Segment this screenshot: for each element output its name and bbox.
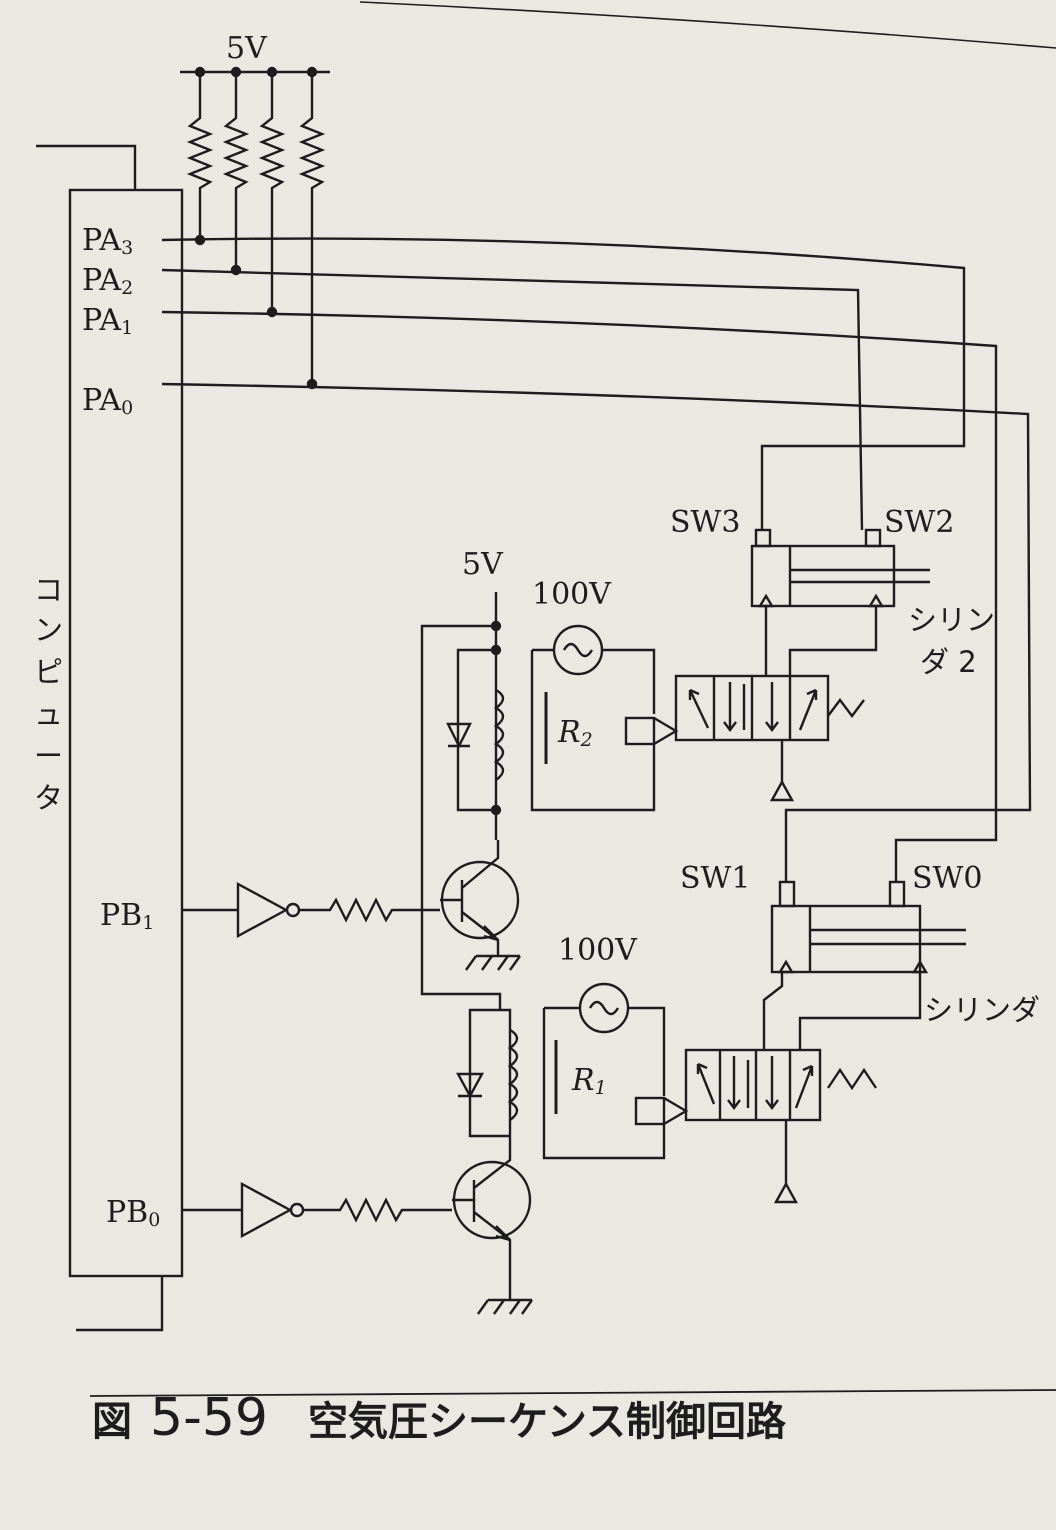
- cylinder-2: [750, 528, 930, 608]
- port-label-pb0: PB0: [106, 1195, 160, 1231]
- caption-title: 空気圧シーケンス制御回路: [308, 1399, 787, 1445]
- switch-label-sw3: SW3: [670, 505, 740, 540]
- computer-label-char: タ: [34, 781, 63, 815]
- pb0-driver: [182, 1136, 533, 1315]
- supply-5v-mid: 5V: [462, 547, 504, 582]
- diode-lower: [455, 1072, 485, 1099]
- cylinder-1: [770, 880, 966, 974]
- port-label-pa1: PA1: [82, 303, 133, 339]
- ac-label-upper: 100V: [532, 577, 612, 612]
- resistor: [298, 72, 326, 384]
- inverter-gate: [236, 881, 289, 939]
- resistor: [258, 72, 286, 312]
- valve-lower: [634, 972, 922, 1204]
- switch-label-sw2: SW2: [884, 505, 954, 540]
- port-label-pa0: PA0: [82, 383, 133, 419]
- relay-label-r2: R2: [557, 715, 593, 751]
- caption-number: 5-59: [150, 1388, 269, 1448]
- computer-label-char: コ: [34, 573, 63, 607]
- pb1-driver: [182, 840, 521, 971]
- computer-label-char: ュ: [34, 697, 63, 731]
- relay-r2-driver: 5V R2 100V: [420, 547, 656, 1010]
- pullup-network: 5V: [180, 31, 330, 390]
- relay-label-r1: R1: [571, 1063, 607, 1099]
- valve-upper: [624, 606, 878, 802]
- caption-rule: [89, 1389, 1056, 1397]
- pa-wires: [161, 237, 1032, 882]
- coil-upper: [493, 688, 505, 781]
- base-resistor: [299, 897, 440, 923]
- coil-lower: [507, 1028, 519, 1121]
- page-edge-line: [359, 1, 1056, 49]
- ac-label-lower: 100V: [558, 933, 638, 968]
- inverter-bubble: [285, 902, 301, 918]
- sensor-sw2: [864, 528, 882, 548]
- port-label-pb1: PB1: [100, 898, 154, 934]
- caption-fig-mark: 図: [92, 1399, 132, 1445]
- resistor: [222, 72, 250, 270]
- cylinder2-label-line1: シリン: [908, 603, 995, 637]
- port-label-pa3: PA3: [82, 223, 133, 259]
- diode-upper: [446, 722, 472, 749]
- supply-5v-top: 5V: [226, 31, 268, 66]
- computer-label: コ ン ピ ュ ー タ: [34, 573, 63, 815]
- computer-label-char: ピ: [34, 655, 63, 689]
- computer-label-char: ン: [34, 613, 63, 647]
- figure-caption: 図 5-59 空気圧シーケンス制御回路: [92, 1388, 852, 1462]
- inverter-gate: [240, 1181, 293, 1239]
- base-resistor: [303, 1197, 452, 1223]
- sensor-sw0: [888, 880, 906, 908]
- sensor-sw3: [754, 528, 772, 548]
- port-label-pa2: PA2: [82, 263, 133, 299]
- resistor: [186, 72, 214, 240]
- cylinder2-label-line2: ダ 2: [920, 645, 977, 679]
- sensor-sw1: [778, 880, 796, 908]
- computer-block: [36, 144, 184, 1332]
- cylinder1-label: シリンダ: [924, 993, 1040, 1027]
- inverter-bubble: [289, 1202, 305, 1218]
- relay-r1-driver: R1 100V: [455, 933, 666, 1160]
- switch-label-sw0: SW0: [912, 861, 982, 896]
- switch-label-sw1: SW1: [680, 861, 750, 896]
- computer-label-char: ー: [34, 739, 63, 773]
